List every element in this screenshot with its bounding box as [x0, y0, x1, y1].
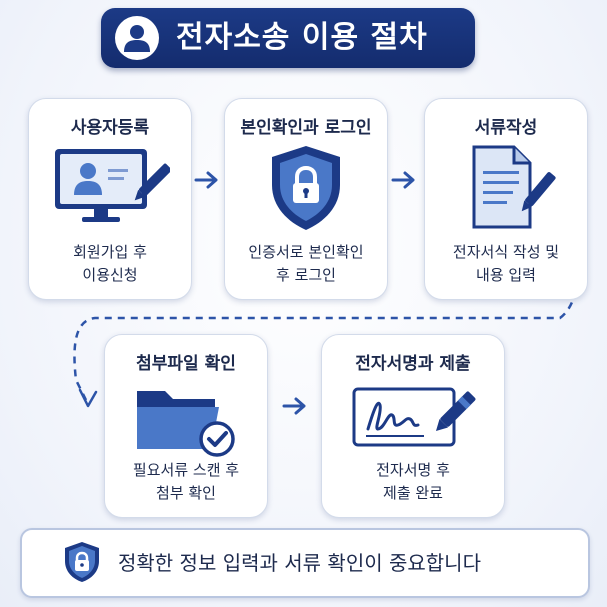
- computer-user-pen-icon: [55, 149, 170, 222]
- step-card-user-registration: 사용자등록 회원가입 후 이용신청: [28, 98, 192, 300]
- step-desc-line2: 이용신청: [82, 266, 138, 284]
- step-desc-line2: 내용 입력: [476, 266, 536, 284]
- arrow-right-icon: [391, 171, 415, 189]
- signature-pen-icon: [352, 387, 476, 447]
- step-card-attachment-check: 첨부파일 확인 필요서류 스캔 후 첨부 확인: [104, 334, 268, 518]
- document-pen-icon: [472, 145, 556, 229]
- shield-lock-icon: [65, 542, 99, 582]
- page-title: 전자소송 이용 절차: [176, 20, 428, 55]
- footer-text: 정확한 정보 입력과 서류 확인이 중요합니다: [118, 551, 481, 575]
- step-title: 본인확인과 로그인: [240, 118, 372, 138]
- step-title: 전자서명과 제출: [355, 354, 471, 374]
- title-banner: 전자소송 이용 절차: [101, 8, 475, 68]
- step-title: 첨부파일 확인: [136, 354, 236, 374]
- step-desc-line1: 전자서식 작성 및: [452, 243, 560, 261]
- step-card-signature-submit: 전자서명과 제출 전자서명 후 제출 완료: [321, 334, 505, 518]
- arrow-right-icon: [194, 171, 218, 189]
- step-desc-line1: 인증서로 본인확인: [248, 243, 364, 261]
- folder-check-icon: [137, 391, 235, 457]
- arrow-right-icon: [282, 397, 306, 415]
- step-desc-line1: 필요서류 스캔 후: [132, 461, 240, 479]
- step-desc-line1: 회원가입 후: [73, 243, 147, 261]
- step-desc-line2: 제출 완료: [383, 484, 443, 502]
- user-icon: [115, 16, 159, 60]
- step-desc-line2: 후 로그인: [276, 266, 336, 284]
- step-card-identity-login: 본인확인과 로그인 인증서로 본인확인 후 로그인: [224, 98, 388, 300]
- step-title: 서류작성: [474, 118, 538, 138]
- step-desc-line2: 첨부 확인: [156, 484, 216, 502]
- step-desc-line1: 전자서명 후: [376, 461, 450, 479]
- step-card-document-writing: 서류작성 전자서식 작성 및 내용 입력: [424, 98, 588, 300]
- step-title: 사용자등록: [70, 118, 150, 138]
- footer-notice: 정확한 정보 입력과 서류 확인이 중요합니다: [20, 528, 590, 598]
- shield-lock-icon: [272, 146, 340, 230]
